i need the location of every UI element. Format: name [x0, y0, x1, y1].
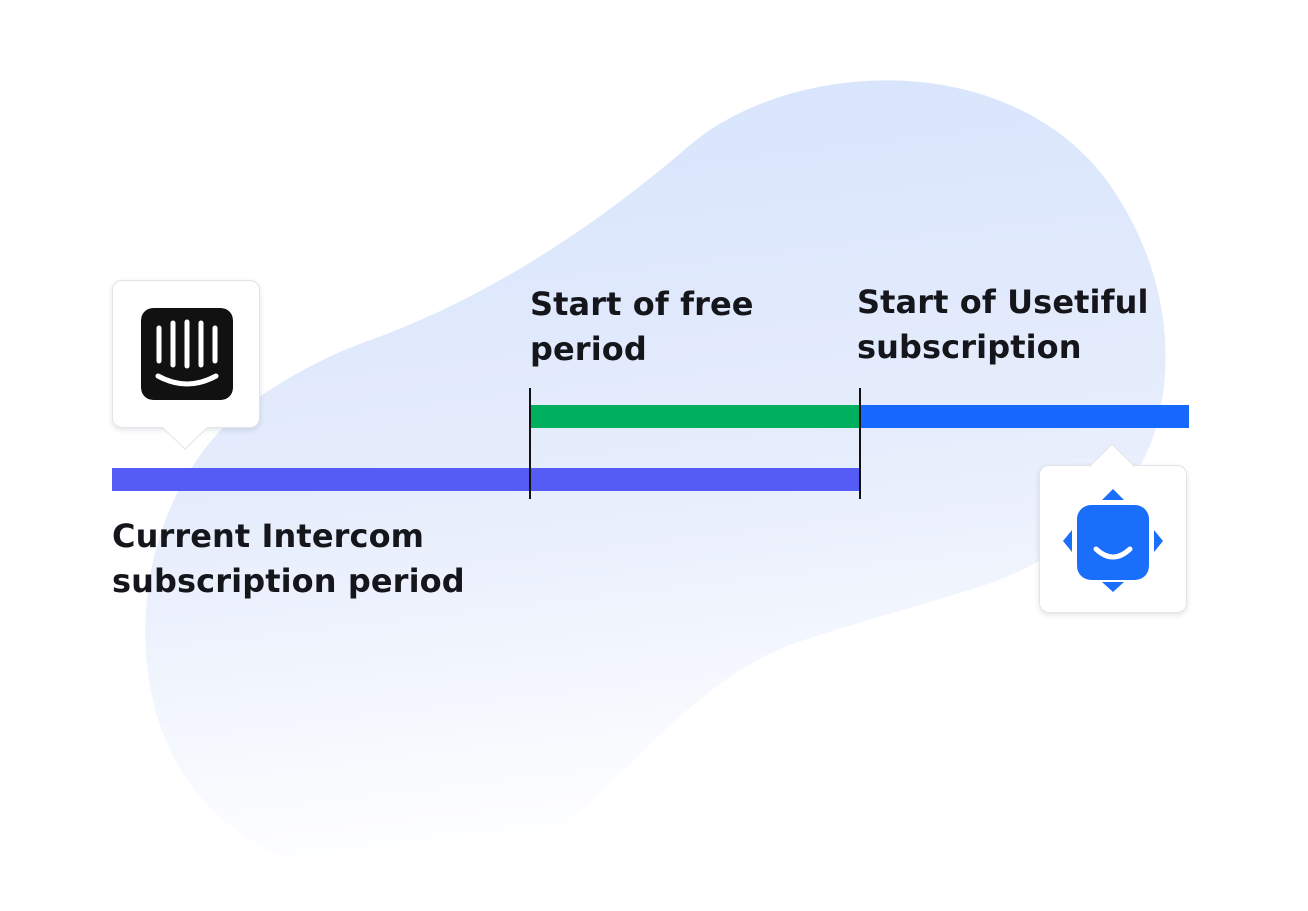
- intercom-subscription-bar: [112, 468, 860, 491]
- intercom-logo-icon: [141, 308, 233, 400]
- intercom-label-line1: Current Intercom: [112, 517, 425, 555]
- intercom-label-line2: subscription period: [112, 562, 465, 600]
- usetiful-card-pointer: [1089, 443, 1135, 468]
- free-period-label-line1: Start of free: [530, 285, 754, 323]
- intercom-card-pointer: [162, 426, 208, 450]
- free-period-label: Start of free period: [530, 282, 830, 372]
- usetiful-label-line1: Start of Usetiful: [857, 283, 1149, 321]
- free-period-label-line2: period: [530, 330, 647, 368]
- intercom-logo-card: [112, 280, 260, 450]
- usetiful-label-line2: subscription: [857, 328, 1082, 366]
- usetiful-label: Start of Usetiful subscription: [857, 280, 1187, 370]
- usetiful-start-marker: [859, 388, 861, 499]
- usetiful-logo-icon: [1063, 489, 1163, 592]
- intercom-label: Current Intercom subscription period: [112, 514, 512, 604]
- usetiful-logo-card: [1039, 443, 1187, 613]
- free-period-start-marker: [529, 388, 531, 499]
- usetiful-subscription-bar: [860, 405, 1189, 428]
- free-period-bar: [530, 405, 860, 428]
